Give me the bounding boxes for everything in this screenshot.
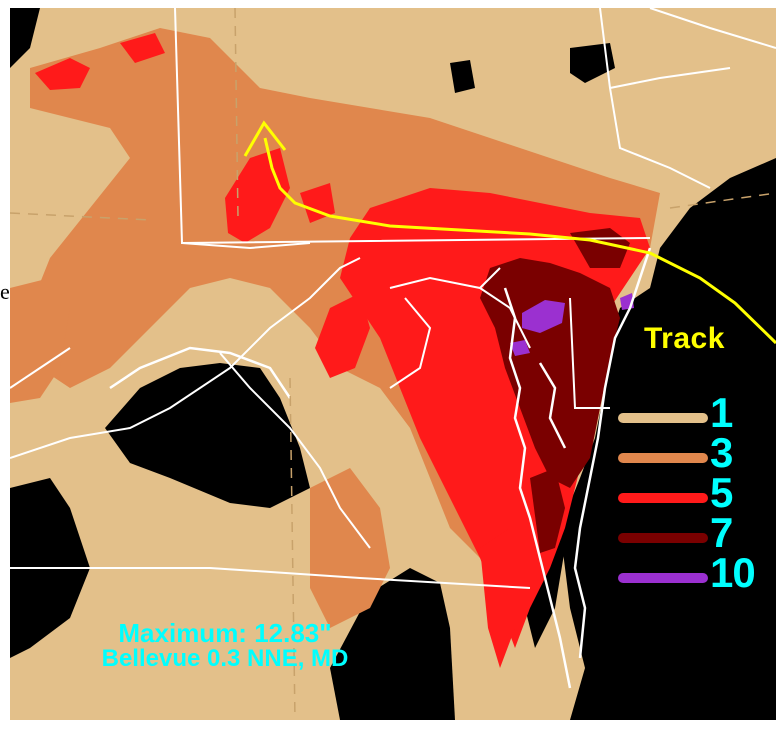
rain-10in-spot-2 (510, 340, 530, 356)
rain-5in-south-strip (480, 528, 520, 668)
coastlines (109, 247, 652, 689)
legend-swatch (618, 453, 708, 463)
rain-5in-nw-spot (35, 58, 90, 90)
legend-swatch (618, 573, 708, 583)
state-borders (10, 8, 776, 589)
track-label: Track (644, 322, 725, 355)
legend-item-5: 5 (618, 471, 768, 517)
dashed-county-lines (10, 8, 776, 720)
legend-swatch (618, 413, 708, 423)
maximum-value: Maximum: 12.83" (118, 618, 332, 648)
map-canvas (10, 8, 776, 720)
rain-3in-south-lobe (310, 468, 390, 628)
maximum-location: Bellevue 0.3 NNE, MD (101, 645, 349, 672)
rain-3in-west-lobe (10, 278, 70, 403)
legend-value: 3 (710, 429, 734, 476)
rain-5in-upper-mid (300, 183, 335, 223)
legend-item-7: 7 (618, 511, 768, 557)
legend-value: 10 (710, 549, 756, 596)
rain-5in-west-lobe (315, 293, 370, 378)
legend-item-3: 3 (618, 431, 768, 477)
water-top-left (10, 8, 40, 68)
legend-swatch (618, 533, 708, 543)
legend-swatch (618, 493, 708, 503)
water-lake-top (450, 60, 475, 93)
water-chesapeake-west (105, 363, 310, 508)
storm-track-arrow-icon (243, 120, 287, 157)
rainfall-map (10, 8, 776, 720)
rain-10in-spot-1 (522, 300, 565, 333)
legend-value: 5 (710, 469, 734, 516)
rain-5in-nw-spot-2 (120, 33, 165, 63)
legend-value: 1 (710, 389, 734, 436)
land-northeast (630, 8, 776, 173)
legend-value: 7 (710, 509, 734, 556)
storm-track-line (263, 137, 776, 345)
legend-item-1: 1 (618, 391, 768, 437)
maximum-rainfall-annotation: Maximum: 12.83" Bellevue 0.3 NNE, MD (55, 620, 395, 672)
clipped-caption-letter: e (0, 279, 10, 304)
water-south (330, 568, 455, 720)
legend-item-10: 10 (618, 551, 768, 597)
water-top-right-dots (570, 43, 615, 83)
rain-7in-south-strip (530, 468, 565, 553)
